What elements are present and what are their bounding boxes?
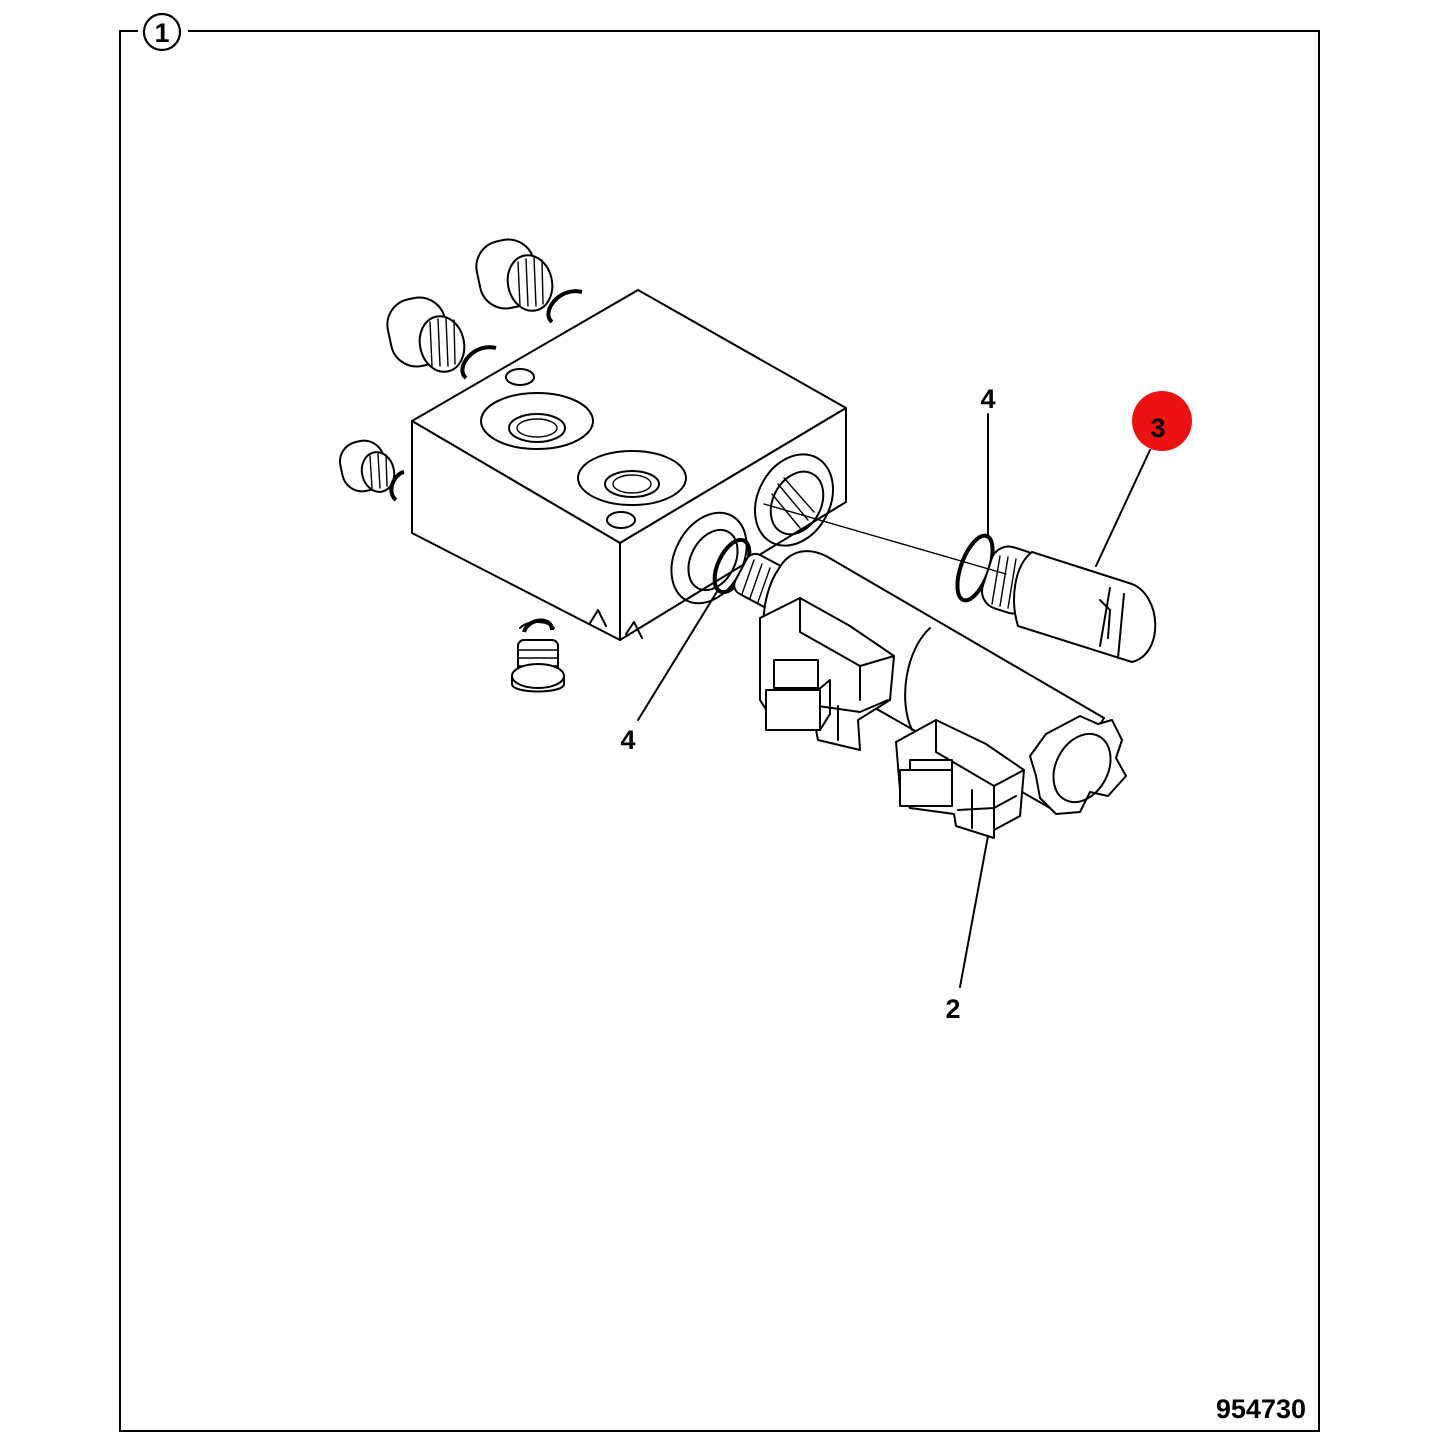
leader-line-2 — [959, 835, 989, 988]
figure-frame — [119, 30, 1320, 1432]
leader-line-3 — [1095, 449, 1151, 567]
callout-3-highlight — [1132, 391, 1192, 451]
port-plug-bottom — [511, 618, 565, 693]
callout-4-lower-label: 4 — [620, 725, 635, 755]
callout-3-label: 3 — [1150, 413, 1165, 443]
alignment-line — [763, 503, 1007, 575]
callout-4-upper-label: 4 — [980, 384, 995, 414]
drawing-number: 954730 — [1216, 1394, 1306, 1424]
solenoid-valve — [733, 550, 1127, 839]
valve-manifold-block — [411, 289, 847, 641]
port-plug-side-small — [339, 439, 405, 502]
sheet-number-badge: 1 — [138, 12, 188, 52]
port-plug-middle — [386, 296, 497, 380]
port-plug-upper — [475, 238, 583, 324]
sheet-number-label: 1 — [154, 18, 169, 48]
callout-2-label: 2 — [945, 994, 960, 1024]
leader-line-4b — [637, 589, 719, 721]
cartridge-valve — [981, 545, 1157, 663]
